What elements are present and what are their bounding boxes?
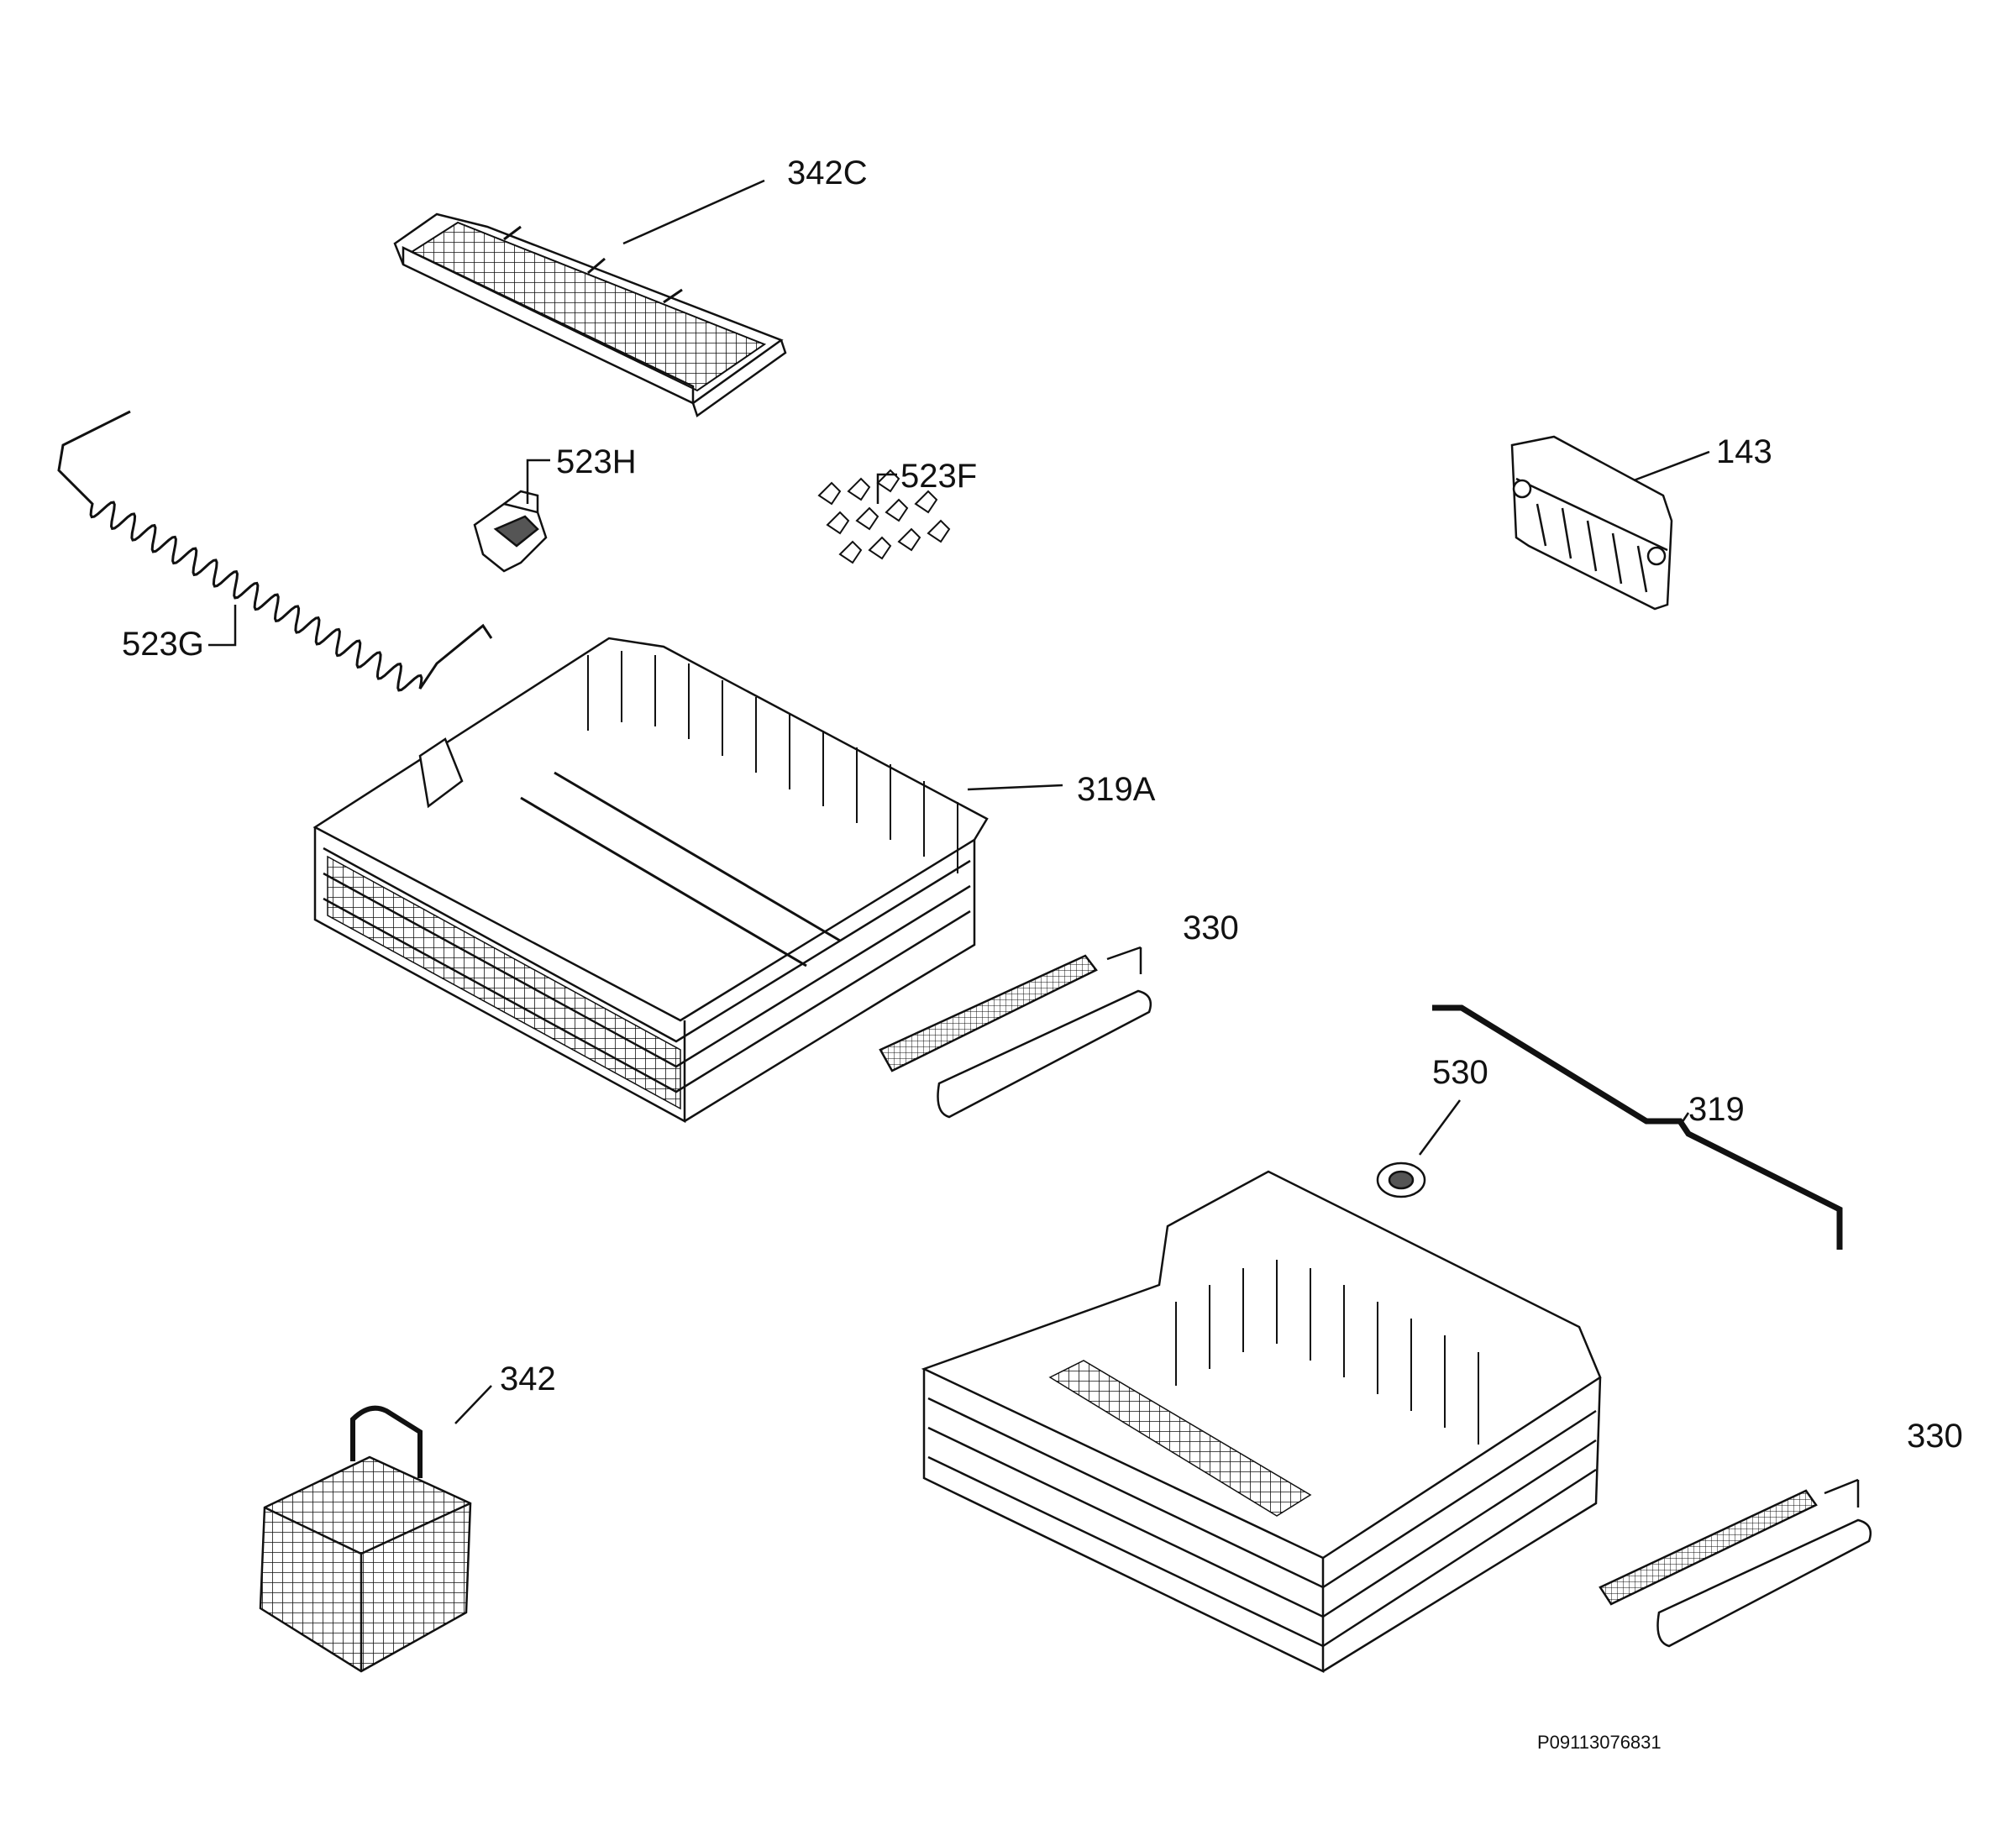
callout-342: 342 — [500, 1361, 556, 1397]
leader-330-lower — [1824, 1478, 1860, 1508]
leader-319 — [1678, 1112, 1690, 1126]
part-143-panel — [1510, 435, 1673, 611]
callout-319: 319 — [1688, 1091, 1745, 1128]
part-319-rail — [1432, 1004, 1843, 1250]
part-330-upper-rail — [879, 954, 1152, 1119]
leader-523f — [876, 473, 897, 504]
document-code: P09113076831 — [1537, 1732, 1662, 1753]
leader-330-upper — [1106, 946, 1142, 974]
part-523g-spring-wire — [57, 410, 493, 692]
part-530-wheel — [1376, 1161, 1426, 1198]
leader-530 — [1418, 1099, 1462, 1156]
leader-523g — [208, 605, 237, 647]
callout-330-lower: 330 — [1907, 1418, 1963, 1455]
leader-523h — [526, 459, 550, 504]
callout-143: 143 — [1716, 433, 1772, 470]
part-523f-clip-set — [817, 469, 951, 564]
leader-342c — [622, 179, 765, 245]
part-lower-basket — [921, 1170, 1602, 1673]
callout-319a: 319A — [1077, 771, 1156, 808]
part-319a-upper-basket — [312, 637, 989, 1124]
callout-342c: 342C — [787, 155, 868, 191]
callout-330-upper: 330 — [1183, 910, 1239, 946]
callout-523f: 523F — [900, 458, 978, 495]
part-523h-clip — [473, 490, 548, 573]
part-342-cutlery-basket — [259, 1405, 472, 1673]
callout-523g: 523G — [122, 626, 204, 663]
leader-143 — [1633, 450, 1710, 482]
part-342c-cutlery-tray — [393, 212, 787, 418]
leader-342 — [454, 1385, 492, 1424]
part-330-lower-rail — [1599, 1489, 1872, 1648]
callout-523h: 523H — [556, 443, 637, 480]
callout-530: 530 — [1432, 1054, 1488, 1091]
leader-319a — [967, 784, 1063, 791]
